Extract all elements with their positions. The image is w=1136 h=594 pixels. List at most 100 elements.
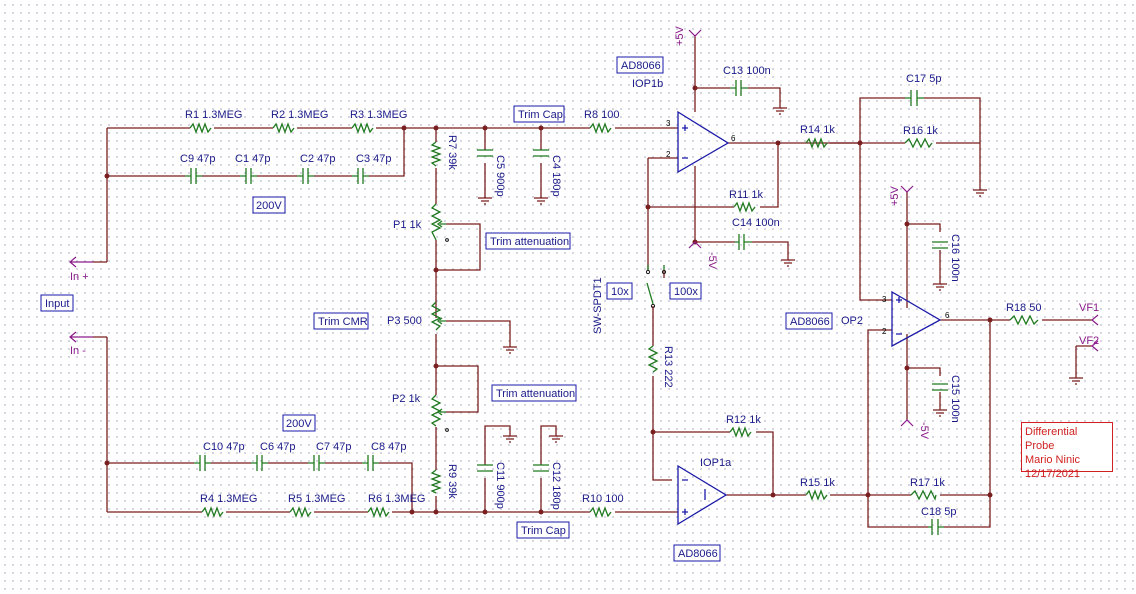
grounds [478,107,1083,443]
r16-resistor [904,137,933,149]
c15-cap [932,383,948,391]
r5-resistor [289,506,312,518]
boxed-labels: Input 200V 200V Trim Cap Trim Cap Trim a… [40,56,833,562]
label-p3: P3 500 [387,315,422,327]
label-r17: R17 1k [910,477,945,489]
label-r2: R2 1.3MEG [271,109,328,121]
label-r8: R8 100 [584,109,619,121]
label-r14: R14 1k [800,124,835,136]
box-trim-cap-bot: Trim Cap [521,525,566,537]
label-r18: R18 50 [1006,302,1041,314]
r7-resistor [430,141,442,167]
c2-cap [297,168,314,184]
label-c16: C16 100n [949,234,961,282]
iop1a-opamp [677,464,728,526]
label-r15: R15 1k [800,477,835,489]
r2-resistor [272,122,295,134]
svg-text:3: 3 [882,295,887,304]
box-input: Input [45,298,69,310]
label-r3: R3 1.3MEG [350,109,407,121]
label-c1: C1 47p [235,153,270,165]
label-c5: C5 900p [494,155,506,197]
potentiometers [430,203,449,432]
r13-resistor [647,345,659,373]
r18-resistor [1009,314,1039,326]
resistors [189,122,1039,518]
component-labels: R1 1.3MEG R2 1.3MEG R3 1.3MEG R8 100 C9 … [180,65,1041,518]
c13-cap [730,80,748,96]
label-r11: R11 1k [729,189,764,201]
net-connectors [69,29,1099,427]
label-r4: R4 1.3MEG [200,493,257,505]
label-r10: R10 100 [582,493,624,505]
r9-resistor [430,469,442,494]
opamps [677,110,942,526]
c10-cap [194,455,211,471]
box-100x: 100x [674,286,698,298]
label-c6: C6 47p [260,441,295,453]
label-c8: C8 47p [371,441,406,453]
label-r5: R5 1.3MEG [288,493,345,505]
c5-cap [477,149,493,157]
net-vf2: VF2 [1079,335,1099,347]
label-r9: R9 39k [446,464,458,499]
label-c3: C3 47p [356,153,391,165]
label-c13: C13 100n [723,65,771,77]
c6-cap [251,455,268,471]
r3-resistor [351,122,374,134]
r15-resistor [805,489,828,501]
label-c12: C12 180p [550,462,562,510]
label-sw: SW-SPDT1 [592,277,604,334]
svg-text:6: 6 [945,311,950,320]
box-trim-att-top: Trim attenuation [490,236,569,248]
op2-opamp [891,290,942,348]
c7-cap [308,455,325,471]
r8-resistor [589,122,612,134]
svg-text:2: 2 [882,327,887,336]
box-ad8066-iop1a: AD8066 [678,548,718,560]
label-c2: C2 47p [300,153,335,165]
c16-cap [932,241,948,249]
r10-resistor [589,506,612,518]
c1-cap [240,168,257,184]
label-c17: C17 5p [906,73,941,85]
label-c14: C14 100n [732,217,780,229]
label-p2: P2 1k [392,393,421,405]
box-10x: 10x [611,286,629,298]
title-note: Differential Probe Mario Ninic 12/17/202… [1021,422,1113,480]
net-vm-top: -5V [706,252,718,270]
c9-cap [185,168,202,184]
label-r7: R7 39k [446,135,458,170]
c8-cap [362,455,379,471]
c18-cap [928,519,944,535]
pin-numbers: 3 2 6 3 2 6 [666,119,950,336]
label-iop1a: IOP1a [700,457,732,469]
svg-text:3: 3 [666,119,671,128]
svg-text:6: 6 [731,134,736,143]
r12-resistor [729,426,752,438]
note-author: Mario Ninic [1025,454,1081,466]
box-200v-bot: 200V [286,418,312,430]
box-200v-top: 200V [256,200,282,212]
c11-cap [477,464,493,472]
r11-resistor [733,201,756,213]
label-c4: C4 180p [550,155,562,197]
net-names: In + In - +5V -5V +5V -5V VF1 VF2 [70,25,1099,439]
label-r1: R1 1.3MEG [185,109,242,121]
box-trim-cmr: Trim CMR [318,316,368,328]
net-vp-top: +5V [674,25,686,46]
label-c9: C9 47p [180,153,215,165]
p2-pot [430,394,442,427]
label-c7: C7 47p [316,441,351,453]
p1-pot [430,203,442,241]
junctions [104,85,993,515]
net-in-plus: In + [70,271,89,283]
box-trim-att-bot: Trim attenuation [496,388,575,400]
p3-pot [430,301,442,331]
label-iop1b: IOP1b [632,78,663,90]
c14-cap [735,234,752,250]
label-p1: P1 1k [393,219,422,231]
net-vf1: VF1 [1079,302,1099,314]
